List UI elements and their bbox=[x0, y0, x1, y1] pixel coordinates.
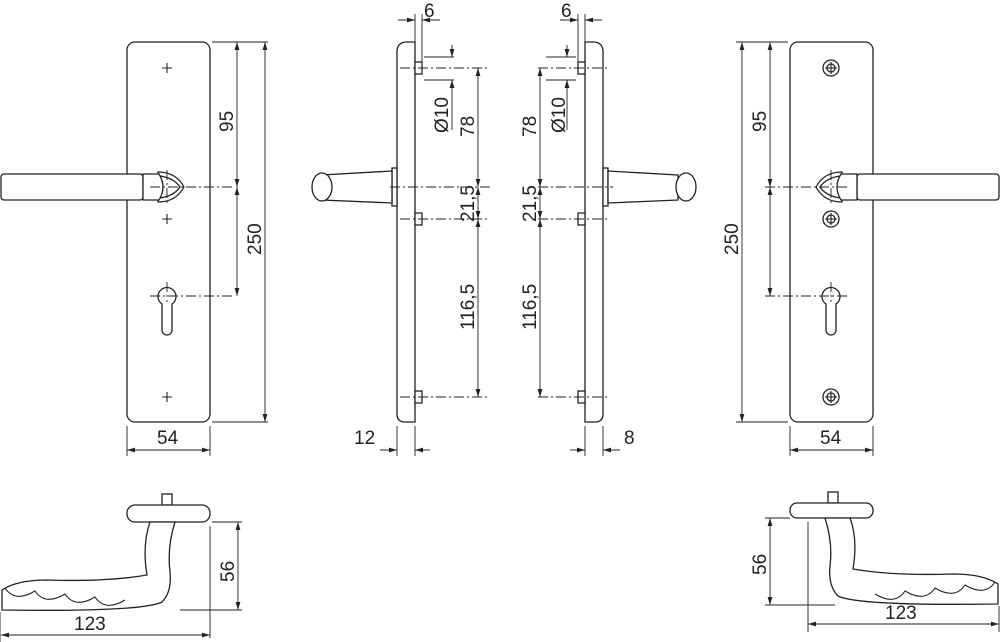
dim-top-to-handle: 78 bbox=[520, 116, 541, 137]
dim-handle-to-top: 95 bbox=[750, 111, 771, 132]
dim-lever-length: 123 bbox=[74, 614, 106, 635]
screw-icon bbox=[822, 59, 840, 77]
cylinder-keyhole bbox=[157, 286, 177, 336]
dim-height: 250 bbox=[722, 223, 743, 255]
dim-width: 54 bbox=[157, 428, 179, 449]
dim-thickness: 8 bbox=[624, 428, 635, 449]
screw-cross-icon bbox=[162, 63, 172, 73]
lever-top-view-left: 56 123 bbox=[0, 493, 242, 642]
backplate bbox=[126, 41, 211, 423]
lever-side bbox=[602, 167, 697, 207]
dim-handle-to-top: 95 bbox=[217, 111, 238, 132]
dim-screw-offset: 6 bbox=[424, 1, 435, 22]
dim-screw-to-screw: 116,5 bbox=[520, 284, 541, 330]
front-view-right: 95 250 54 bbox=[722, 41, 1000, 456]
dim-height: 250 bbox=[245, 223, 266, 255]
screw-cross-icon bbox=[162, 392, 172, 402]
dim-screw-to-screw: 116,5 bbox=[458, 284, 479, 330]
side-view-right: 6 Ø10 78 21,5 116,5 8 bbox=[520, 1, 697, 456]
dim-width: 54 bbox=[820, 428, 842, 449]
front-view-left: 95 250 54 bbox=[0, 41, 268, 456]
side-view-left: 6 Ø10 78 21,5 116,5 12 bbox=[311, 1, 490, 456]
dim-top-to-handle: 78 bbox=[458, 116, 479, 137]
dim-handle-to-screw: 21,5 bbox=[520, 185, 541, 222]
backplate-side bbox=[584, 41, 604, 423]
screw-cross-icon bbox=[162, 214, 172, 224]
dim-lever-length: 123 bbox=[885, 603, 917, 624]
backplate-side bbox=[396, 41, 416, 423]
dim-lever-height: 56 bbox=[750, 554, 771, 575]
dim-screw-offset: 6 bbox=[561, 1, 572, 22]
dim-screw-diameter: Ø10 bbox=[549, 97, 570, 133]
lever-side bbox=[311, 167, 398, 207]
screw-icon bbox=[822, 388, 840, 406]
dim-thickness: 12 bbox=[354, 428, 375, 449]
cylinder-keyhole bbox=[821, 286, 841, 336]
dim-handle-to-screw: 21,5 bbox=[458, 185, 479, 222]
backplate bbox=[789, 41, 874, 423]
screw-icon bbox=[822, 210, 840, 228]
dim-screw-diameter: Ø10 bbox=[432, 97, 453, 133]
lever-top-view-right: 56 123 bbox=[750, 491, 1000, 632]
dim-lever-height: 56 bbox=[218, 561, 239, 582]
